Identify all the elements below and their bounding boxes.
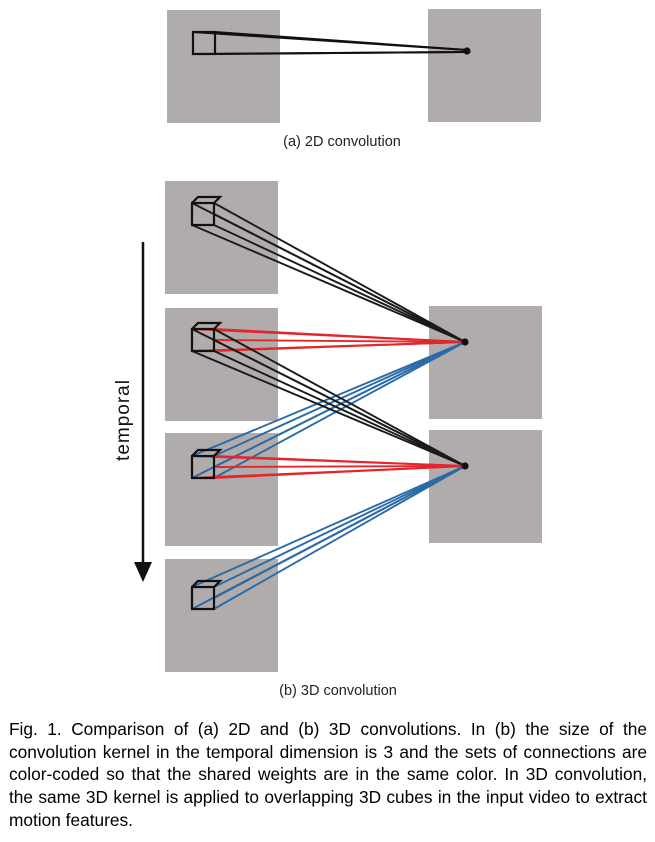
convolution-diagram: (a) 2D convolution temporal (b) 3D convo… — [113, 9, 542, 699]
connection-line — [213, 341, 466, 457]
connection-line — [213, 465, 466, 599]
connection-set-4 — [191, 328, 466, 467]
kernel-cube-2 — [190, 321, 223, 353]
kernel-cube-3 — [190, 448, 223, 480]
temporal-axis-label: temporal — [113, 379, 134, 461]
connection-set-2 — [191, 328, 466, 352]
connection-line — [213, 465, 466, 468]
input-frame-2 — [165, 308, 278, 421]
connection-line — [213, 328, 466, 467]
kernel-cube-outline — [190, 448, 223, 480]
connection-line — [213, 350, 466, 467]
kernel-cube-outline — [190, 579, 223, 611]
output-neuron-2 — [461, 462, 469, 470]
kernels-3d — [190, 195, 223, 611]
panel-3d-convolution: temporal (b) 3D convolution — [113, 181, 542, 699]
connection-set-5 — [191, 455, 466, 479]
output-neuron-2d — [463, 47, 471, 55]
connection-line — [213, 341, 466, 479]
connection-line — [213, 341, 466, 468]
input-frame-2d — [167, 10, 280, 123]
connection-line — [213, 465, 466, 610]
kernel-cube-outline — [190, 195, 223, 227]
connection-line — [191, 350, 466, 467]
connection-line — [191, 224, 466, 343]
connections-2d — [192, 31, 468, 55]
connection-line — [191, 341, 466, 457]
output-frame-2 — [429, 430, 542, 543]
connection-line — [191, 465, 466, 588]
output-frame-2d — [428, 9, 541, 122]
connection-set-3 — [191, 341, 466, 479]
connection-line — [213, 202, 466, 343]
figure-caption: Fig. 1. Comparison of (a) 2D and (b) 3D … — [9, 719, 647, 830]
panel-2d-convolution: (a) 2D convolution — [167, 9, 541, 150]
kernel-cube-outline — [190, 321, 223, 353]
connections-3d — [191, 202, 466, 610]
connection-line — [213, 339, 466, 467]
connection-line — [213, 455, 466, 467]
input-frame-4 — [165, 559, 278, 672]
connection-line — [213, 339, 466, 343]
connection-set-1 — [191, 202, 466, 343]
connection-set-6 — [191, 465, 466, 610]
connection-line — [213, 224, 466, 343]
kernel-cube-1 — [190, 195, 223, 227]
connection-line — [213, 341, 466, 352]
panel-2d-caption: (a) 2D convolution — [283, 134, 401, 150]
connection-line — [213, 465, 466, 588]
panel-3d-caption: (b) 3D convolution — [279, 683, 397, 699]
kernel-cube-4 — [190, 579, 223, 611]
connection-line — [213, 213, 466, 343]
output-frame-1 — [429, 306, 542, 419]
connection-line — [213, 328, 466, 343]
output-neuron-1 — [461, 338, 469, 346]
temporal-arrow — [134, 242, 152, 582]
connection-line — [213, 465, 466, 479]
